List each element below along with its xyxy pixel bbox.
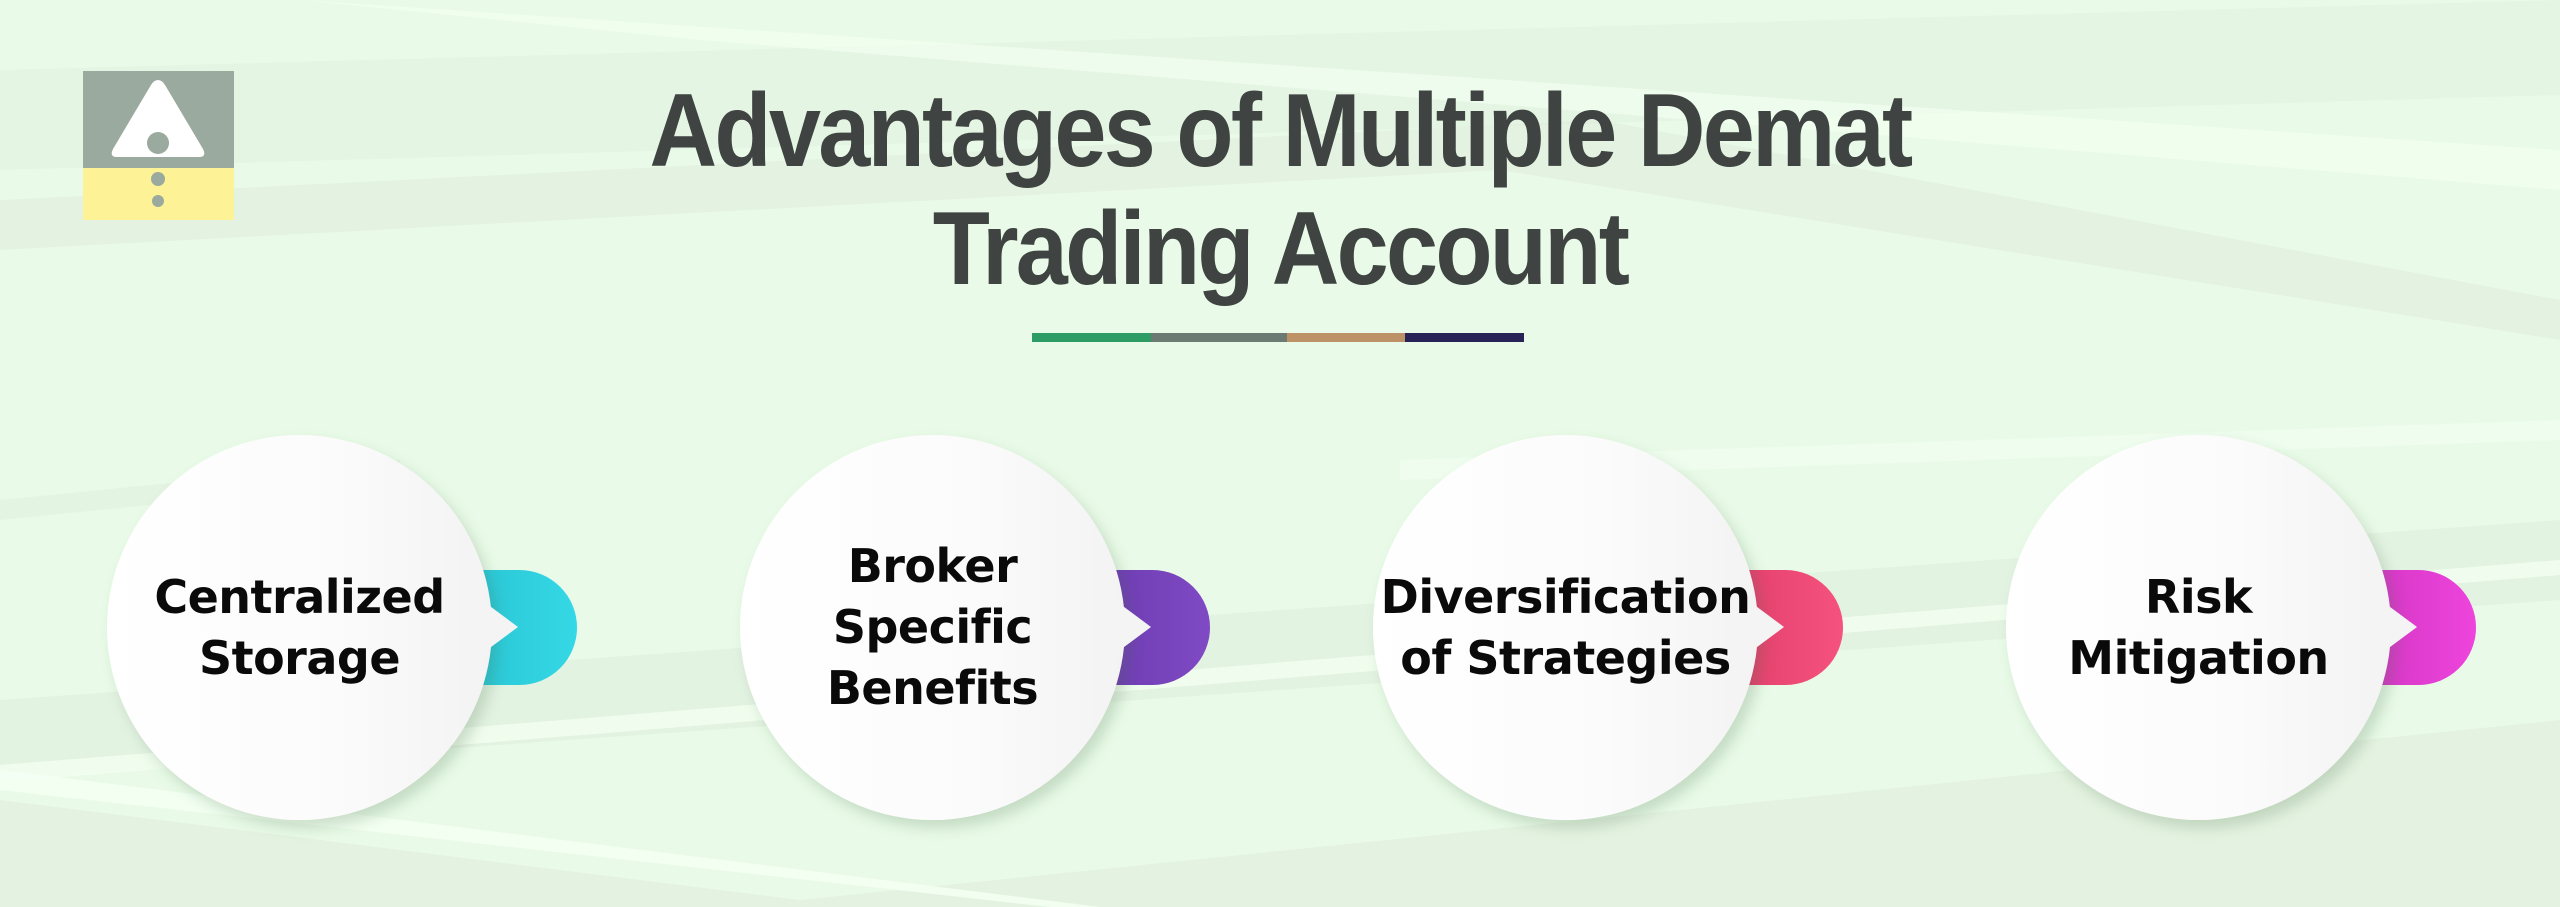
arrow-pointer-icon [479, 598, 518, 656]
advantage-centralized-storage: Centralized Storage [107, 435, 577, 820]
underline-segment-grey [1151, 333, 1287, 342]
arrow-pointer-icon [1745, 598, 1784, 656]
advantage-label: Risk Mitigation [2006, 435, 2391, 820]
label-line: Benefits [826, 661, 1039, 715]
arrow-pointer-icon [2378, 598, 2417, 656]
advantage-circle [107, 435, 492, 820]
arrow-pointer-icon [1112, 598, 1151, 656]
title-underline [1032, 333, 1524, 342]
label-line: Diversification [1380, 569, 1751, 624]
underline-segment-navy [1405, 333, 1524, 342]
advantage-label: Broker Specific Benefits [740, 435, 1125, 820]
advantage-circle [1373, 435, 1758, 820]
advantage-broker-specific-benefits: Broker Specific Benefits [740, 435, 1210, 820]
label-line: Broker [847, 539, 1018, 593]
warning-triangle-logo-icon [83, 71, 234, 220]
underline-segment-green [1032, 333, 1151, 342]
advantage-risk-mitigation: Risk Mitigation [2006, 435, 2476, 820]
underline-segment-tan [1287, 333, 1405, 342]
label-line: Centralized [154, 569, 445, 624]
advantage-label: Diversification of Strategies [1373, 435, 1758, 820]
title-line-1: Advantages of Multiple Demat [649, 73, 1913, 189]
logo [83, 71, 234, 220]
title-line-2: Trading Account [932, 191, 1630, 307]
page-title: Advantages of Multiple Demat Trading Acc… [0, 72, 2560, 308]
advantage-diversification-of-strategies: Diversification of Strategies [1373, 435, 1843, 820]
advantage-label: Centralized Storage [107, 435, 492, 820]
label-line: of Strategies [1400, 630, 1731, 685]
advantage-circle [740, 435, 1125, 820]
label-line: Specific [832, 600, 1033, 654]
label-line: Mitigation [2068, 630, 2329, 685]
label-line: Storage [198, 630, 401, 685]
label-line: Risk [2144, 569, 2253, 624]
advantage-circle [2006, 435, 2391, 820]
